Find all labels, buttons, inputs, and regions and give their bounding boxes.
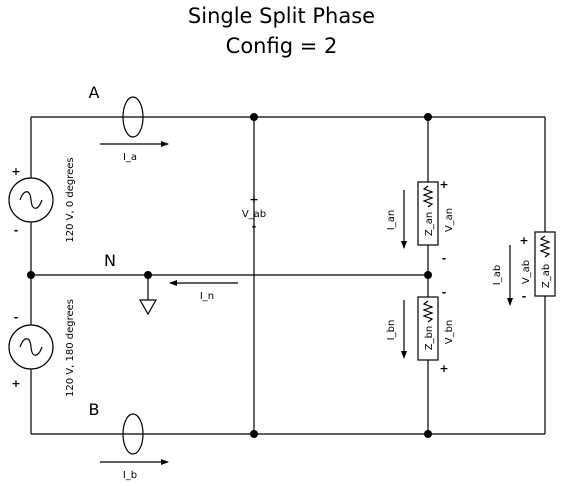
zigzag-icon <box>422 300 434 323</box>
diagram-subtitle: Config = 2 <box>225 34 338 58</box>
impedance-ab: Z_ab V_ab + - I_ab <box>492 231 556 306</box>
current-label-bn: I_bn <box>386 320 397 341</box>
ac-source-icon <box>8 324 54 370</box>
source-bottom-label: 120 V, 180 degrees <box>65 299 76 397</box>
impedance-box-bn <box>417 296 439 361</box>
current-label-ab: I_ab <box>492 265 503 285</box>
voltage-source-bottom: - + 120 V, 180 degrees <box>8 299 76 397</box>
source-top-plus: + <box>11 165 20 178</box>
junction-dot <box>424 113 432 121</box>
vab-meter-minus: - <box>252 220 257 233</box>
vab-plus: + <box>519 234 528 247</box>
vab-meter-plus: + <box>249 193 258 206</box>
zigzag-icon <box>422 185 434 208</box>
van-minus: - <box>442 252 447 265</box>
node-a-label: A <box>89 83 100 102</box>
junction-dot <box>250 113 258 121</box>
vab-meter-label: V_ab <box>242 209 266 220</box>
current-label-an: I_an <box>386 210 397 230</box>
junction-dot <box>424 430 432 438</box>
current-probe-a <box>122 96 144 138</box>
impedance-an: Z_an V_an + - I_an <box>386 178 455 265</box>
vbn-plus: + <box>439 362 448 375</box>
ground-icon <box>138 275 158 316</box>
source-bottom-plus: + <box>11 377 20 390</box>
node-n-label: N <box>104 251 116 270</box>
ac-source-icon <box>8 177 54 223</box>
junction-dot <box>250 430 258 438</box>
junction-dot <box>27 271 35 279</box>
voltage-label-an: V_an <box>444 208 455 232</box>
voltage-label-ab: V_ab <box>521 260 532 284</box>
diagram-title: Single Split Phase <box>187 4 376 28</box>
junction-dot <box>424 271 432 279</box>
current-label-a: I_a <box>123 152 137 163</box>
impedance-bn: Z_bn V_bn - + I_bn <box>386 286 455 375</box>
sine-wave-icon <box>19 191 43 209</box>
vab-minus: - <box>522 290 527 303</box>
sine-wave-icon <box>19 338 43 356</box>
impedance-label-ab: Z_ab <box>541 264 552 288</box>
current-label-n: I_n <box>200 291 214 302</box>
impedance-box-ab <box>534 231 556 297</box>
node-b-label: B <box>89 400 100 419</box>
source-bottom-minus: - <box>14 311 19 324</box>
zigzag-icon <box>539 235 551 258</box>
current-probe-b <box>122 413 144 455</box>
current-label-b: I_b <box>123 470 137 481</box>
impedance-label-an: Z_an <box>424 212 435 236</box>
voltage-source-top: + - 120 V, 0 degrees <box>8 157 76 243</box>
wires <box>30 116 546 435</box>
impedance-box-an <box>417 181 439 246</box>
voltage-label-bn: V_bn <box>444 320 455 345</box>
source-top-minus: - <box>14 224 19 237</box>
van-plus: + <box>439 178 448 191</box>
impedance-label-bn: Z_bn <box>424 326 435 351</box>
vbn-minus: - <box>442 286 447 299</box>
source-top-label: 120 V, 0 degrees <box>65 157 76 242</box>
